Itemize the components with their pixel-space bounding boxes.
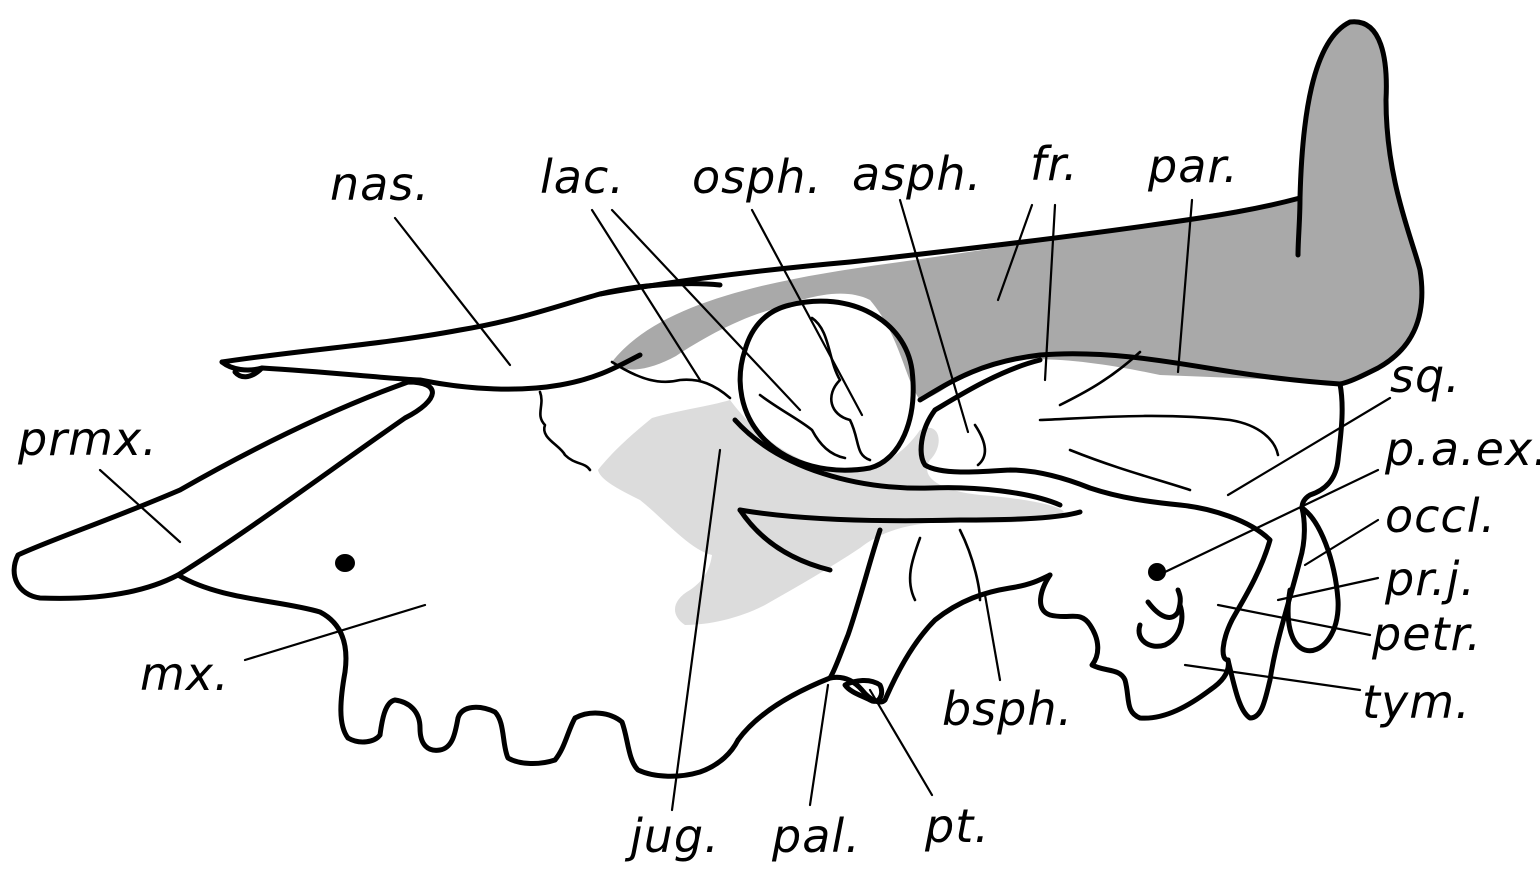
label-par: par. [1147,139,1239,193]
label-petr: petr. [1371,607,1482,661]
label-mx: mx. [140,647,230,701]
leader-paex [1165,470,1378,572]
petrosal-curve [1139,605,1182,646]
label-nas: nas. [330,157,430,211]
leader-mx [245,605,425,660]
label-asph: asph. [852,147,982,201]
infraorbital-foramen [335,554,355,572]
label-pal: pal. [771,809,861,863]
nasal-lower-edge [262,355,640,389]
label-paex: p.a.ex. [1384,422,1540,476]
alisphenoid-suture [975,425,985,465]
horn-inner-edge [1298,198,1300,255]
leader-petr [1218,605,1370,635]
basisphenoid-suture [910,530,980,600]
label-pt: pt. [924,799,990,853]
label-jug: jug. [624,809,720,863]
leader-prmx [100,470,180,542]
squamosal-upper-suture [1040,416,1278,455]
label-sq: sq. [1390,349,1461,403]
label-lac: lac. [540,150,625,204]
label-osph: osph. [692,150,822,204]
nasal-tip [222,362,262,377]
petrosal-hook [1148,590,1180,617]
label-prj: pr.j. [1384,552,1476,606]
label-bsph: bsph. [942,682,1073,736]
tooth-row [348,700,738,776]
zygomatic-process-suture [1070,450,1190,490]
leader-bsph [985,595,1000,680]
nasal-lacrimal-suture [540,392,590,470]
leader-sq [1228,398,1390,495]
zygomatic-arch-upper [921,410,1180,505]
leader-pal [810,685,828,805]
label-prmx: prmx. [17,412,158,466]
label-tym: tym. [1362,675,1471,729]
leader-pt [870,690,932,795]
label-occl: occl. [1385,489,1496,543]
external-auditory-meatus [1148,563,1166,581]
label-fr: fr. [1030,137,1079,191]
leader-nas [395,218,510,365]
